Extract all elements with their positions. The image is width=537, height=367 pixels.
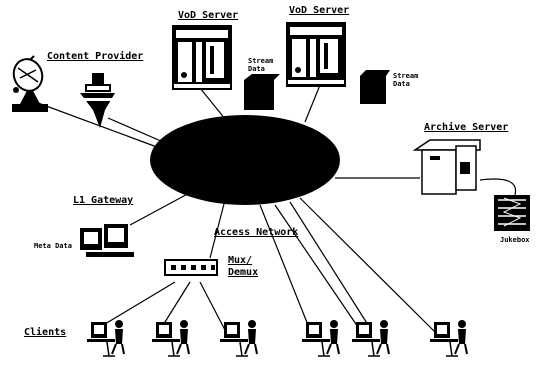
stream-data-1-box bbox=[244, 80, 274, 110]
satellite-dish-icon bbox=[9, 55, 48, 112]
client-workstation-icon bbox=[302, 320, 339, 356]
vod-server-1-icon bbox=[172, 25, 232, 90]
mux-demux-label-line1: Mux/ bbox=[228, 255, 252, 266]
content-provider-label: Content Provider bbox=[47, 51, 143, 62]
archive-server-label: Archive Server bbox=[424, 122, 508, 133]
vod-server-1-label: VoD Server bbox=[178, 10, 238, 21]
vod-server-2-label: VoD Server bbox=[289, 5, 349, 16]
clients-group bbox=[87, 320, 467, 356]
l1-gateway-label: L1 Gateway bbox=[73, 195, 133, 206]
stream-data-2-label-line1: Stream bbox=[393, 72, 418, 80]
vod-server-2-icon bbox=[286, 22, 346, 87]
stream-data-1-label-line2: Data bbox=[248, 65, 265, 73]
client-workstation-icon bbox=[87, 320, 124, 356]
client-workstation-icon bbox=[430, 320, 467, 356]
line-gateway bbox=[130, 190, 195, 225]
content-provider-icon bbox=[80, 73, 115, 128]
jukebox-icon bbox=[494, 195, 530, 231]
mux-demux-label-line2: Demux bbox=[228, 267, 258, 278]
client-workstation-icon bbox=[152, 320, 189, 356]
l1-gateway-icon bbox=[80, 224, 134, 257]
access-network-ellipse bbox=[150, 115, 340, 205]
archive-server-icon bbox=[415, 140, 480, 194]
clients-label: Clients bbox=[24, 327, 66, 338]
access-network-label: Access Network bbox=[214, 227, 298, 238]
client-workstation-icon bbox=[220, 320, 257, 356]
meta-data-label: Meta Data bbox=[34, 242, 72, 250]
stream-data-2-label-line2: Data bbox=[393, 80, 410, 88]
jukebox-label: Jukebox bbox=[500, 236, 530, 244]
mux-demux-icon bbox=[165, 260, 217, 275]
stream-data-2-box bbox=[360, 76, 386, 104]
line-vod-2 bbox=[305, 85, 320, 122]
client-workstation-icon bbox=[352, 320, 389, 356]
stream-data-1-label-line1: Stream bbox=[248, 57, 273, 65]
